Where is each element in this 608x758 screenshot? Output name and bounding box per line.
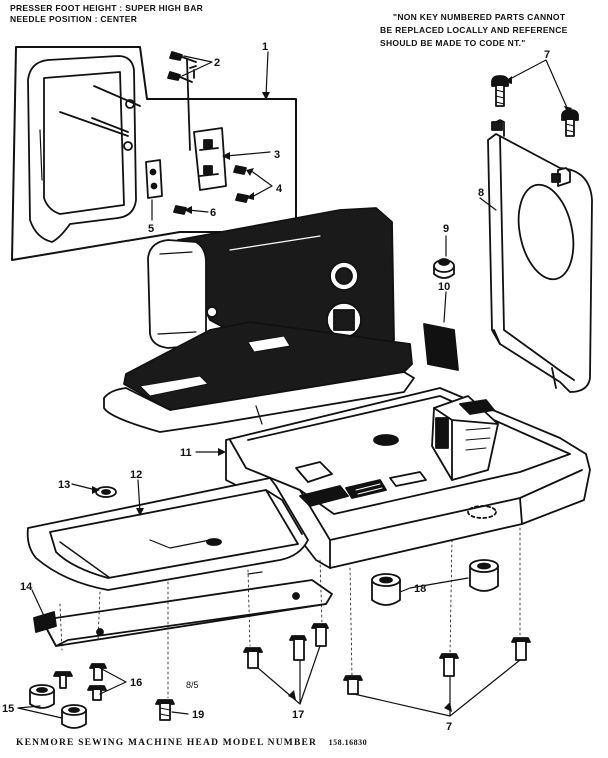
callout-11: 11 [180, 447, 192, 459]
screw-19 [155, 699, 175, 721]
callout-1: 1 [262, 41, 268, 53]
base-pan-drawing [26, 477, 309, 591]
callout-12: 12 [130, 469, 142, 481]
rail-bracket-drawing [33, 571, 333, 647]
top-screws [491, 75, 579, 137]
back-cover-drawing [487, 119, 593, 393]
callout-4: 4 [276, 183, 283, 195]
page-mark: 8/5 [186, 680, 199, 690]
callout-5: 5 [148, 223, 154, 235]
note-line-3: SHOULD BE MADE TO CODE NT." [380, 38, 526, 48]
footer-caption: KENMORE SEWING MACHINE HEAD MODEL NUMBER… [16, 738, 367, 748]
callout-7-top: 7 [544, 49, 550, 61]
callout-6: 6 [210, 207, 216, 219]
callout-3: 3 [274, 149, 280, 161]
footer-model-number: 158.16830 [328, 738, 368, 747]
callout-numbers: 1 2 3 4 5 6 7 8 9 10 11 12 13 14 15 16 1… [2, 41, 550, 733]
face-cover-drawing [27, 55, 141, 243]
inset-frame [11, 46, 297, 261]
feet-18 [371, 559, 499, 606]
bottom-screws [243, 623, 531, 695]
callout-9: 9 [443, 223, 449, 235]
knob-and-plate [423, 258, 459, 371]
callout-16: 16 [130, 677, 142, 689]
washer-13 [95, 486, 117, 498]
callout-2: 2 [214, 57, 220, 69]
callout-15: 15 [2, 703, 14, 715]
callout-10: 10 [438, 281, 450, 293]
needle-position-text: NEEDLE POSITION : CENTER [10, 14, 138, 24]
base-cabinet-drawing [225, 387, 591, 569]
callout-17: 17 [292, 709, 304, 721]
machine-head-drawing [103, 207, 415, 433]
callout-7-bottom: 7 [446, 721, 452, 733]
presser-foot-height-text: PRESSER FOOT HEIGHT : SUPER HIGH BAR [10, 3, 204, 13]
note-line-1: "NON KEY NUMBERED PARTS CANNOT [393, 12, 566, 22]
screws-16 [53, 663, 107, 701]
arrowheads [92, 76, 572, 712]
note-line-2: BE REPLACED LOCALLY AND REFERENCE [380, 25, 568, 35]
feet-15 [29, 684, 87, 729]
callout-18: 18 [414, 583, 426, 595]
callout-8: 8 [478, 187, 484, 199]
footer-title: KENMORE SEWING MACHINE HEAD MODEL NUMBER [16, 738, 318, 748]
callout-19: 19 [192, 709, 204, 721]
callout-13: 13 [58, 479, 70, 491]
callout-14: 14 [20, 581, 33, 593]
inset-hardware [145, 51, 249, 215]
